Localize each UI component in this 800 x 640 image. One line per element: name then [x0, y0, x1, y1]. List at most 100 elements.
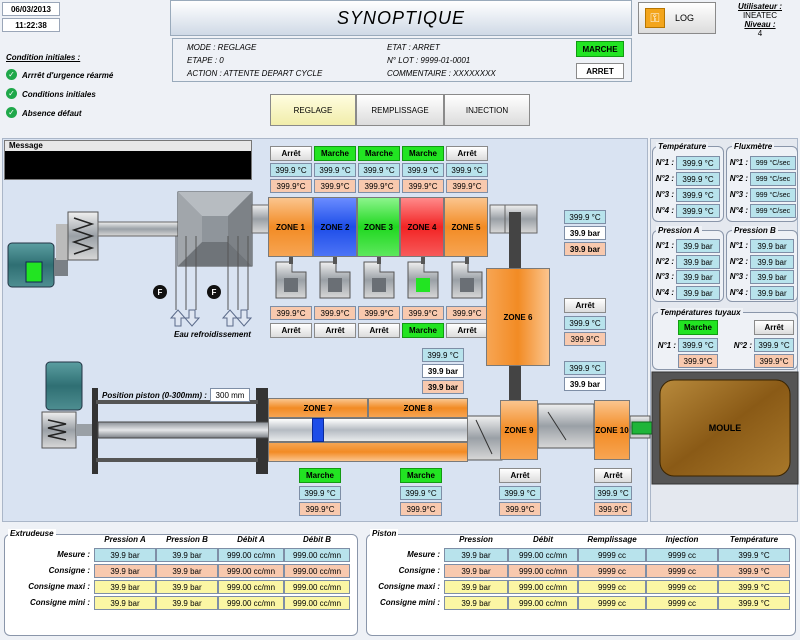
tab-remplissage[interactable]: REMPLISSAGE — [356, 94, 444, 126]
extruder-row-label: Consigne mini : — [30, 598, 90, 607]
piston-max-temperature[interactable]: 399.9 °C — [718, 580, 790, 594]
extruder-consigne-debit-b[interactable]: 999.00 cc/mn — [284, 564, 350, 578]
pipe-1-setpoint[interactable]: 399.9°C — [678, 354, 718, 368]
extruder-min-pression-b[interactable]: 39.9 bar — [156, 596, 218, 610]
fan-2-toggle[interactable]: Arrêt — [314, 323, 356, 338]
top-sensor-pressure: 39.9 bar — [564, 226, 606, 240]
extruder-consigne-debit-a[interactable]: 999.00 cc/mn — [218, 564, 284, 578]
piston-consigne-injection[interactable]: 9999 cc — [646, 564, 718, 578]
zone-9-setpoint[interactable]: 399.9°C — [499, 502, 541, 516]
zone-6-toggle[interactable]: Arrêt — [564, 298, 606, 313]
fan-4-setpoint[interactable]: 399.9°C — [402, 306, 444, 320]
piston-min-temperature[interactable]: 399.9 °C — [718, 596, 790, 610]
conditions-title: Condition initiales : — [6, 53, 81, 62]
extruder-min-debit-a[interactable]: 999.00 cc/mn — [218, 596, 284, 610]
tab-injection[interactable]: INJECTION — [444, 94, 530, 126]
extruder-table-title: Extrudeuse — [8, 529, 56, 538]
fan-4-toggle[interactable]: Marche — [402, 323, 444, 338]
piston-consigne-debit[interactable]: 999.00 cc/mn — [508, 564, 578, 578]
zone-10-setpoint[interactable]: 399.9°C — [594, 502, 632, 516]
zone-4-setpoint[interactable]: 399.9°C — [402, 179, 444, 193]
pression-b-n1-value: 39.9 bar — [750, 239, 794, 253]
extruder-min-pression-a[interactable]: 39.9 bar — [94, 596, 156, 610]
extruder-row-label: Consigne maxi : — [28, 582, 90, 591]
fan-5-setpoint[interactable]: 399.9°C — [446, 306, 488, 320]
user-value: INEATEC — [742, 11, 778, 20]
piston-max-debit[interactable]: 999.00 cc/mn — [508, 580, 578, 594]
cooling-water-label: Eau refroidissement — [174, 330, 251, 339]
fan-3-toggle[interactable]: Arrêt — [358, 323, 400, 338]
zone-10-toggle[interactable]: Arrêt — [594, 468, 632, 483]
piston-min-debit[interactable]: 999.00 cc/mn — [508, 596, 578, 610]
fan-1-setpoint[interactable]: 399.9°C — [270, 306, 312, 320]
zone-5-toggle[interactable]: Arrêt — [446, 146, 488, 161]
piston-consigne-temperature[interactable]: 399.9 °C — [718, 564, 790, 578]
fan-5-toggle[interactable]: Arrêt — [446, 323, 488, 338]
piston-consigne-pression[interactable]: 39.9 bar — [444, 564, 508, 578]
extruder-min-debit-b[interactable]: 999.00 cc/mn — [284, 596, 350, 610]
temperature-n1-value: 399.9 °C — [676, 156, 720, 170]
piston-mesure-injection: 9999 cc — [646, 548, 718, 562]
piston-max-remplissage[interactable]: 9999 cc — [578, 580, 646, 594]
zone-8-setpoint[interactable]: 399.9°C — [400, 502, 442, 516]
extruder-mesure-debit-a: 999.00 cc/mn — [218, 548, 284, 562]
pression-a-n3-value: 39.9 bar — [676, 270, 720, 284]
extruder-max-debit-a[interactable]: 999.00 cc/mn — [218, 580, 284, 594]
condition-item: Arrrêt d'urgence réarmé — [22, 71, 114, 80]
pression-a-title: Pression A — [656, 226, 702, 235]
piston-min-remplissage[interactable]: 9999 cc — [578, 596, 646, 610]
fan-2-setpoint[interactable]: 399.9°C — [314, 306, 356, 320]
fluxmetre-n3-value: 999 °C/sec — [750, 188, 796, 202]
temperature-n3-label: N°3 : — [655, 190, 674, 199]
date-display: 06/03/2013 — [2, 2, 60, 16]
fan-1-toggle[interactable]: Arrêt — [270, 323, 312, 338]
zone-9-temp: 399.9 °C — [499, 486, 541, 500]
fluxmetre-n1-label: N°1 : — [729, 158, 748, 167]
mid-sensor-pressure-setpoint[interactable]: 39.9 bar — [422, 380, 464, 394]
zone-5-setpoint[interactable]: 399.9°C — [446, 179, 488, 193]
piston-max-pression[interactable]: 39.9 bar — [444, 580, 508, 594]
zone-3: ZONE 3 — [357, 197, 400, 257]
arret-button[interactable]: ARRET — [576, 63, 624, 79]
zone-3-toggle[interactable]: Marche — [358, 146, 400, 161]
pression-a-n4-label: N°4 : — [655, 288, 674, 297]
pipe-1-toggle[interactable]: Marche — [678, 320, 718, 335]
piston-min-injection[interactable]: 9999 cc — [646, 596, 718, 610]
zone-7-setpoint[interactable]: 399.9°C — [299, 502, 341, 516]
zone-6-setpoint[interactable]: 399.9°C — [564, 332, 606, 346]
extruder-max-pression-b[interactable]: 39.9 bar — [156, 580, 218, 594]
zone-8-temp: 399.9 °C — [400, 486, 442, 500]
extruder-consigne-pression-a[interactable]: 39.9 bar — [94, 564, 156, 578]
message-box: Message — [4, 140, 252, 180]
level-label: Niveau : — [744, 20, 776, 29]
zone-2-setpoint[interactable]: 399.9°C — [314, 179, 356, 193]
zone-3-setpoint[interactable]: 399.9°C — [358, 179, 400, 193]
log-button[interactable]: ⚿ LOG — [638, 2, 716, 34]
pression-a-n2-value: 39.9 bar — [676, 255, 720, 269]
water-lines — [175, 236, 249, 310]
extruder-max-debit-b[interactable]: 999.00 cc/mn — [284, 580, 350, 594]
zone-8-toggle[interactable]: Marche — [400, 468, 442, 483]
extruder-consigne-pression-b[interactable]: 39.9 bar — [156, 564, 218, 578]
zone-9-toggle[interactable]: Arrêt — [499, 468, 541, 483]
right-sensor-pressure: 39.9 bar — [564, 377, 606, 391]
zone-1-toggle[interactable]: Arrêt — [270, 146, 312, 161]
tab-reglage[interactable]: REGLAGE — [270, 94, 356, 126]
extruder-max-pression-a[interactable]: 39.9 bar — [94, 580, 156, 594]
temperature-n1-label: N°1 : — [655, 158, 674, 167]
zone-8: ZONE 8 — [368, 398, 468, 418]
piston-max-injection[interactable]: 9999 cc — [646, 580, 718, 594]
temperature-n4-value: 399.9 °C — [676, 204, 720, 218]
piston-min-pression[interactable]: 39.9 bar — [444, 596, 508, 610]
zone-1-setpoint[interactable]: 399.9°C — [270, 179, 312, 193]
pipe-2-toggle[interactable]: Arrêt — [754, 320, 794, 335]
zone-4-toggle[interactable]: Marche — [402, 146, 444, 161]
marche-button[interactable]: MARCHE — [576, 41, 624, 57]
pression-b-n4-value: 39.9 bar — [750, 286, 794, 300]
pipe-2-setpoint[interactable]: 399.9°C — [754, 354, 794, 368]
zone-2-toggle[interactable]: Marche — [314, 146, 356, 161]
piston-consigne-remplissage[interactable]: 9999 cc — [578, 564, 646, 578]
fan-3-setpoint[interactable]: 399.9°C — [358, 306, 400, 320]
zone-7-toggle[interactable]: Marche — [299, 468, 341, 483]
top-sensor-pressure-setpoint[interactable]: 39.9 bar — [564, 242, 606, 256]
